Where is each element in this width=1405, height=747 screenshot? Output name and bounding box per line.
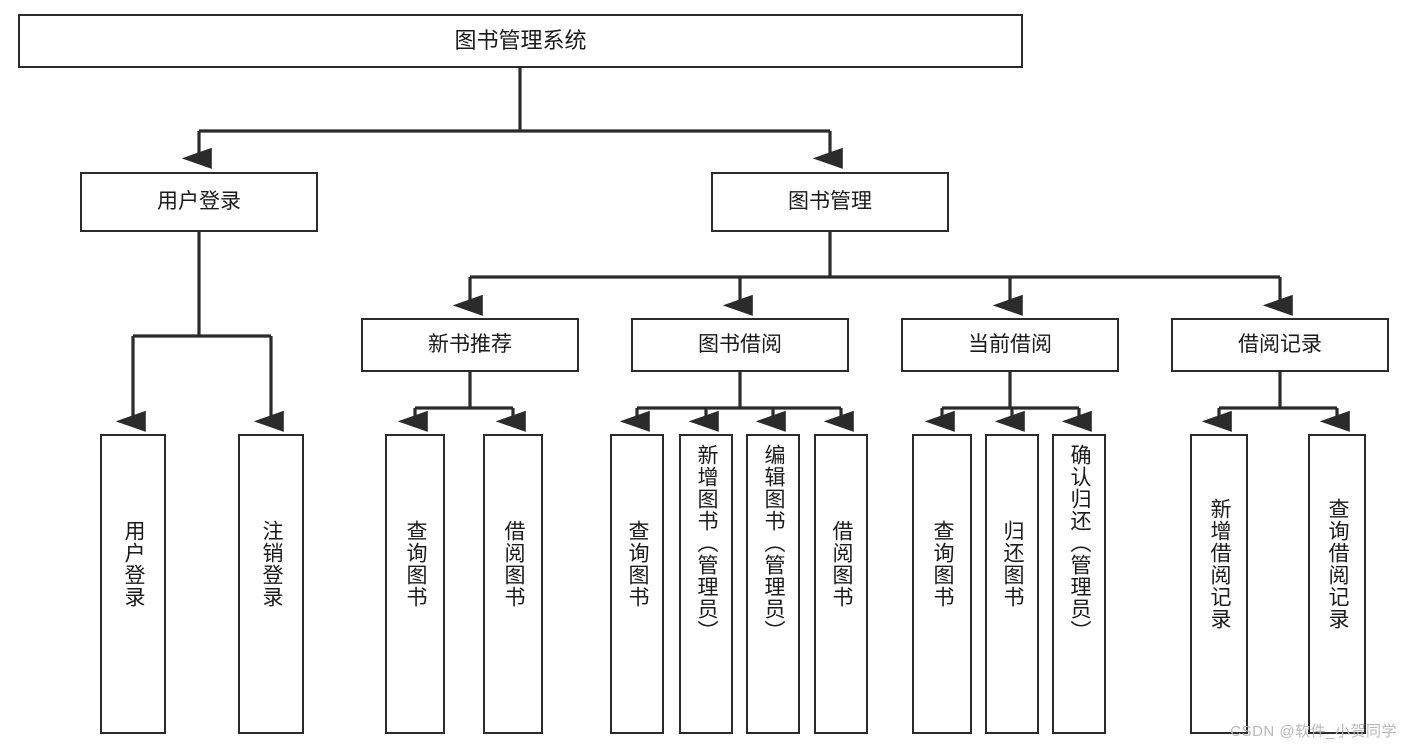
node-leaf-add-record[interactable]: 新增借阅记录: [1190, 434, 1248, 734]
node-leaf-add-book-label: 新增图书（管理员）: [695, 444, 719, 642]
node-leaf-borrow-book-1[interactable]: 借阅图书: [483, 434, 543, 734]
node-root-label: 图书管理系统: [454, 28, 587, 54]
node-book-borrow-label: 图书借阅: [698, 332, 782, 356]
node-leaf-query-book-2-label: 查询图书: [626, 520, 650, 608]
node-leaf-query-record[interactable]: 查询借阅记录: [1308, 434, 1366, 734]
node-leaf-query-record-label: 查询借阅记录: [1326, 498, 1350, 630]
node-leaf-user-login[interactable]: 用户登录: [100, 434, 166, 734]
node-current-borrow[interactable]: 当前借阅: [901, 318, 1119, 372]
node-leaf-return-book[interactable]: 归还图书: [985, 434, 1039, 734]
node-leaf-confirm-return-label: 确认归还（管理员）: [1068, 444, 1092, 642]
node-user-login-label: 用户登录: [157, 189, 241, 213]
node-leaf-return-book-label: 归还图书: [1001, 520, 1025, 608]
node-leaf-query-book-1-label: 查询图书: [404, 520, 428, 608]
node-leaf-logout-label: 注销登录: [260, 520, 284, 608]
node-root[interactable]: 图书管理系统: [18, 14, 1023, 68]
node-borrow-record[interactable]: 借阅记录: [1171, 318, 1389, 372]
node-leaf-borrow-book-1-label: 借阅图书: [502, 520, 526, 608]
node-new-book-rec-label: 新书推荐: [428, 332, 512, 356]
node-leaf-confirm-return[interactable]: 确认归还（管理员）: [1052, 434, 1106, 734]
node-leaf-query-book-2[interactable]: 查询图书: [610, 434, 664, 734]
node-user-login[interactable]: 用户登录: [80, 172, 318, 232]
watermark: CSDN @软件_小贺同学: [1230, 723, 1397, 740]
node-leaf-add-record-label: 新增借阅记录: [1208, 498, 1232, 630]
node-leaf-edit-book-label: 编辑图书（管理员）: [762, 444, 786, 642]
node-leaf-logout[interactable]: 注销登录: [238, 434, 304, 734]
node-book-manage[interactable]: 图书管理: [711, 172, 949, 232]
node-leaf-query-book-1[interactable]: 查询图书: [385, 434, 445, 734]
node-leaf-edit-book[interactable]: 编辑图书（管理员）: [746, 434, 800, 734]
node-borrow-record-label: 借阅记录: [1238, 332, 1322, 356]
node-current-borrow-label: 当前借阅: [968, 332, 1052, 356]
node-new-book-rec[interactable]: 新书推荐: [361, 318, 579, 372]
node-leaf-query-book-3[interactable]: 查询图书: [912, 434, 972, 734]
node-leaf-borrow-book-2[interactable]: 借阅图书: [814, 434, 868, 734]
node-book-manage-label: 图书管理: [788, 189, 872, 213]
node-leaf-borrow-book-2-label: 借阅图书: [830, 520, 854, 608]
node-leaf-user-login-label: 用户登录: [122, 520, 146, 608]
node-book-borrow[interactable]: 图书借阅: [631, 318, 849, 372]
node-leaf-query-book-3-label: 查询图书: [931, 520, 955, 608]
node-leaf-add-book[interactable]: 新增图书（管理员）: [679, 434, 733, 734]
